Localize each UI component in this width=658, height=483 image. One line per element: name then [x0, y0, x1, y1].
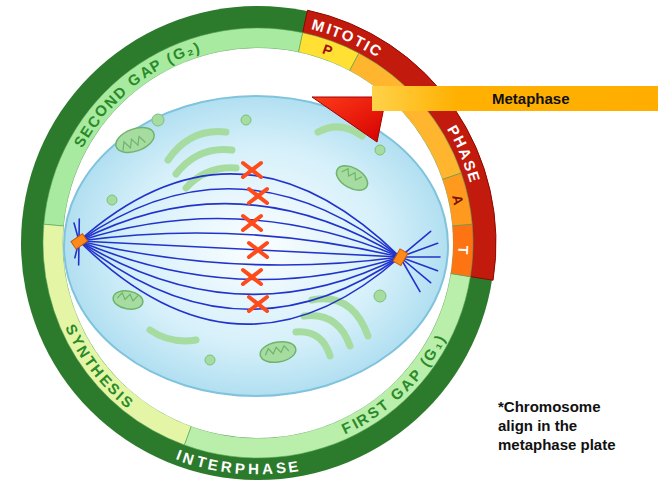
- cristae: [264, 345, 289, 355]
- phase-bar: Metaphase: [372, 86, 658, 111]
- chromatid: [249, 297, 267, 311]
- spindle-fiber: [79, 174, 400, 257]
- phase-title: SECOND GAP (G₂): [70, 38, 206, 151]
- phase-title: SYNTHESIS: [63, 320, 137, 410]
- chromatid: [243, 163, 261, 177]
- centriole: [393, 249, 408, 266]
- note-text: *Chromosome align in the metaphase plate: [498, 398, 626, 454]
- vesicle: [205, 355, 215, 365]
- spindle-fiber: [79, 241, 400, 324]
- cristae: [342, 167, 362, 182]
- chromatid: [243, 216, 261, 230]
- chromatid: [249, 243, 267, 257]
- aster-ray: [400, 257, 431, 283]
- interphase-ring: [21, 6, 495, 480]
- phase-title: FIRST GAP (G₁): [337, 329, 449, 438]
- mitochondrion: [112, 289, 145, 312]
- mitochondrion: [112, 123, 157, 157]
- er-band: [150, 330, 196, 341]
- telophase-band: [451, 224, 473, 276]
- cristae: [117, 292, 138, 301]
- cycle-rings: [21, 6, 496, 480]
- phase-name: Metaphase: [492, 86, 570, 111]
- chromatid: [243, 270, 261, 284]
- vesicles: [107, 114, 386, 365]
- chromatid: [243, 270, 261, 284]
- vesicle: [374, 290, 386, 302]
- spindle-fiber: [79, 241, 400, 265]
- centriole: [71, 234, 88, 249]
- chromatid: [243, 163, 261, 177]
- chromatid: [249, 297, 267, 311]
- spindle-fiber: [79, 204, 400, 257]
- chromatid: [243, 216, 261, 230]
- phase-letter: T: [455, 246, 471, 255]
- spindle-fiber: [79, 241, 400, 257]
- chromatid: [249, 243, 267, 257]
- cristae: [120, 135, 145, 151]
- chromosomes: [243, 163, 267, 311]
- spindle-fibers: [74, 174, 440, 324]
- vesicle: [107, 195, 117, 205]
- phase-title: INTERPHASE: [169, 445, 303, 478]
- vesicle: [375, 145, 385, 155]
- vesicle: [241, 115, 251, 125]
- cell-membrane: [64, 96, 448, 396]
- vesicle: [152, 114, 164, 126]
- mitochondrion: [259, 339, 298, 365]
- spindle-fiber: [79, 189, 400, 257]
- aster-ray: [400, 257, 438, 271]
- spindle-fiber: [79, 241, 400, 309]
- golgi-band: [296, 332, 330, 356]
- chromatid: [249, 189, 267, 203]
- chromatid: [249, 189, 267, 203]
- cell: [64, 96, 448, 396]
- er-band: [318, 127, 362, 136]
- spindle-fiber: [79, 233, 400, 257]
- endoplasmic-reticulum: [150, 127, 368, 356]
- spindle-fiber: [79, 241, 400, 294]
- mitochondrion: [332, 161, 371, 195]
